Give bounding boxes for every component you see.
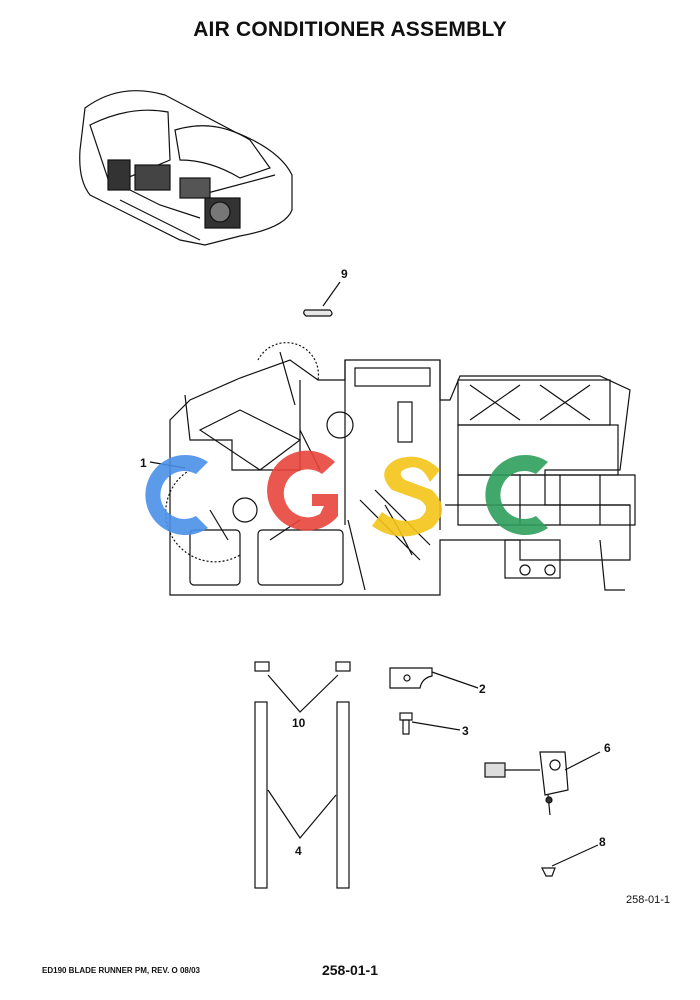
page-number: 258-01-1 xyxy=(321,962,379,978)
part-8-clip xyxy=(541,867,556,877)
part-9-seal xyxy=(303,309,333,317)
callout-4: 4 xyxy=(295,844,302,858)
part-6-switch xyxy=(484,751,569,816)
part-10-pad-right xyxy=(335,661,351,672)
main-ac-assembly-illustration xyxy=(165,342,636,596)
page-title: AIR CONDITIONER ASSEMBLY xyxy=(193,18,507,41)
callout-3: 3 xyxy=(462,724,469,738)
callout-2: 2 xyxy=(479,682,486,696)
callout-8: 8 xyxy=(599,835,606,849)
part-4-strip-right xyxy=(336,701,350,889)
callout-10: 10 xyxy=(292,716,306,730)
part-2-bracket xyxy=(389,667,433,689)
footer-revision: ED190 BLADE RUNNER PM, REV. O 08/03 xyxy=(42,966,200,975)
callout-1: 1 xyxy=(140,456,147,470)
callout-9: 9 xyxy=(341,267,348,281)
part-3-bolt xyxy=(399,712,413,735)
figure-id: 258-01-1 xyxy=(626,894,671,906)
machine-overview-illustration xyxy=(79,90,293,246)
callout-6: 6 xyxy=(604,741,611,755)
part-4-strip-left xyxy=(254,701,268,889)
watermark-logo xyxy=(145,450,548,537)
part-10-pad-left xyxy=(254,661,270,672)
